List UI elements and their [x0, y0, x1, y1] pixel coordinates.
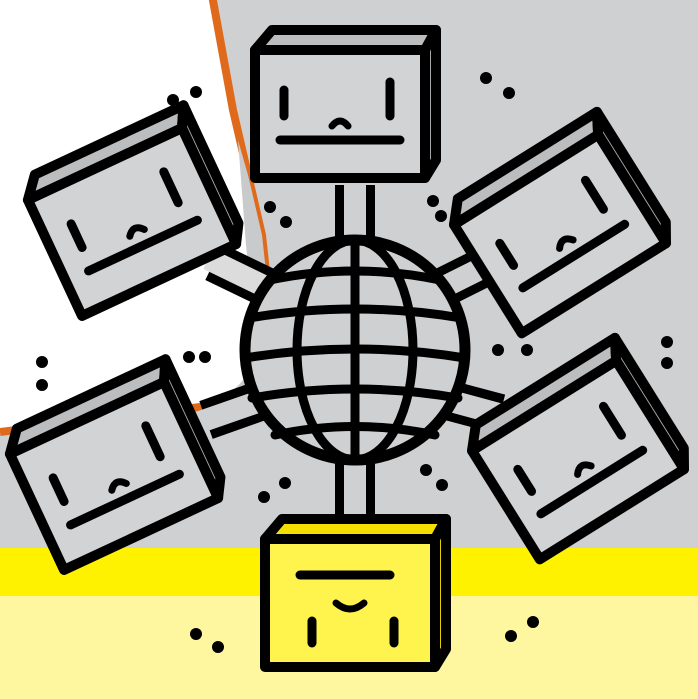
globe-icon	[245, 240, 465, 460]
cube-top	[255, 30, 436, 178]
cube-bottom	[265, 519, 446, 667]
